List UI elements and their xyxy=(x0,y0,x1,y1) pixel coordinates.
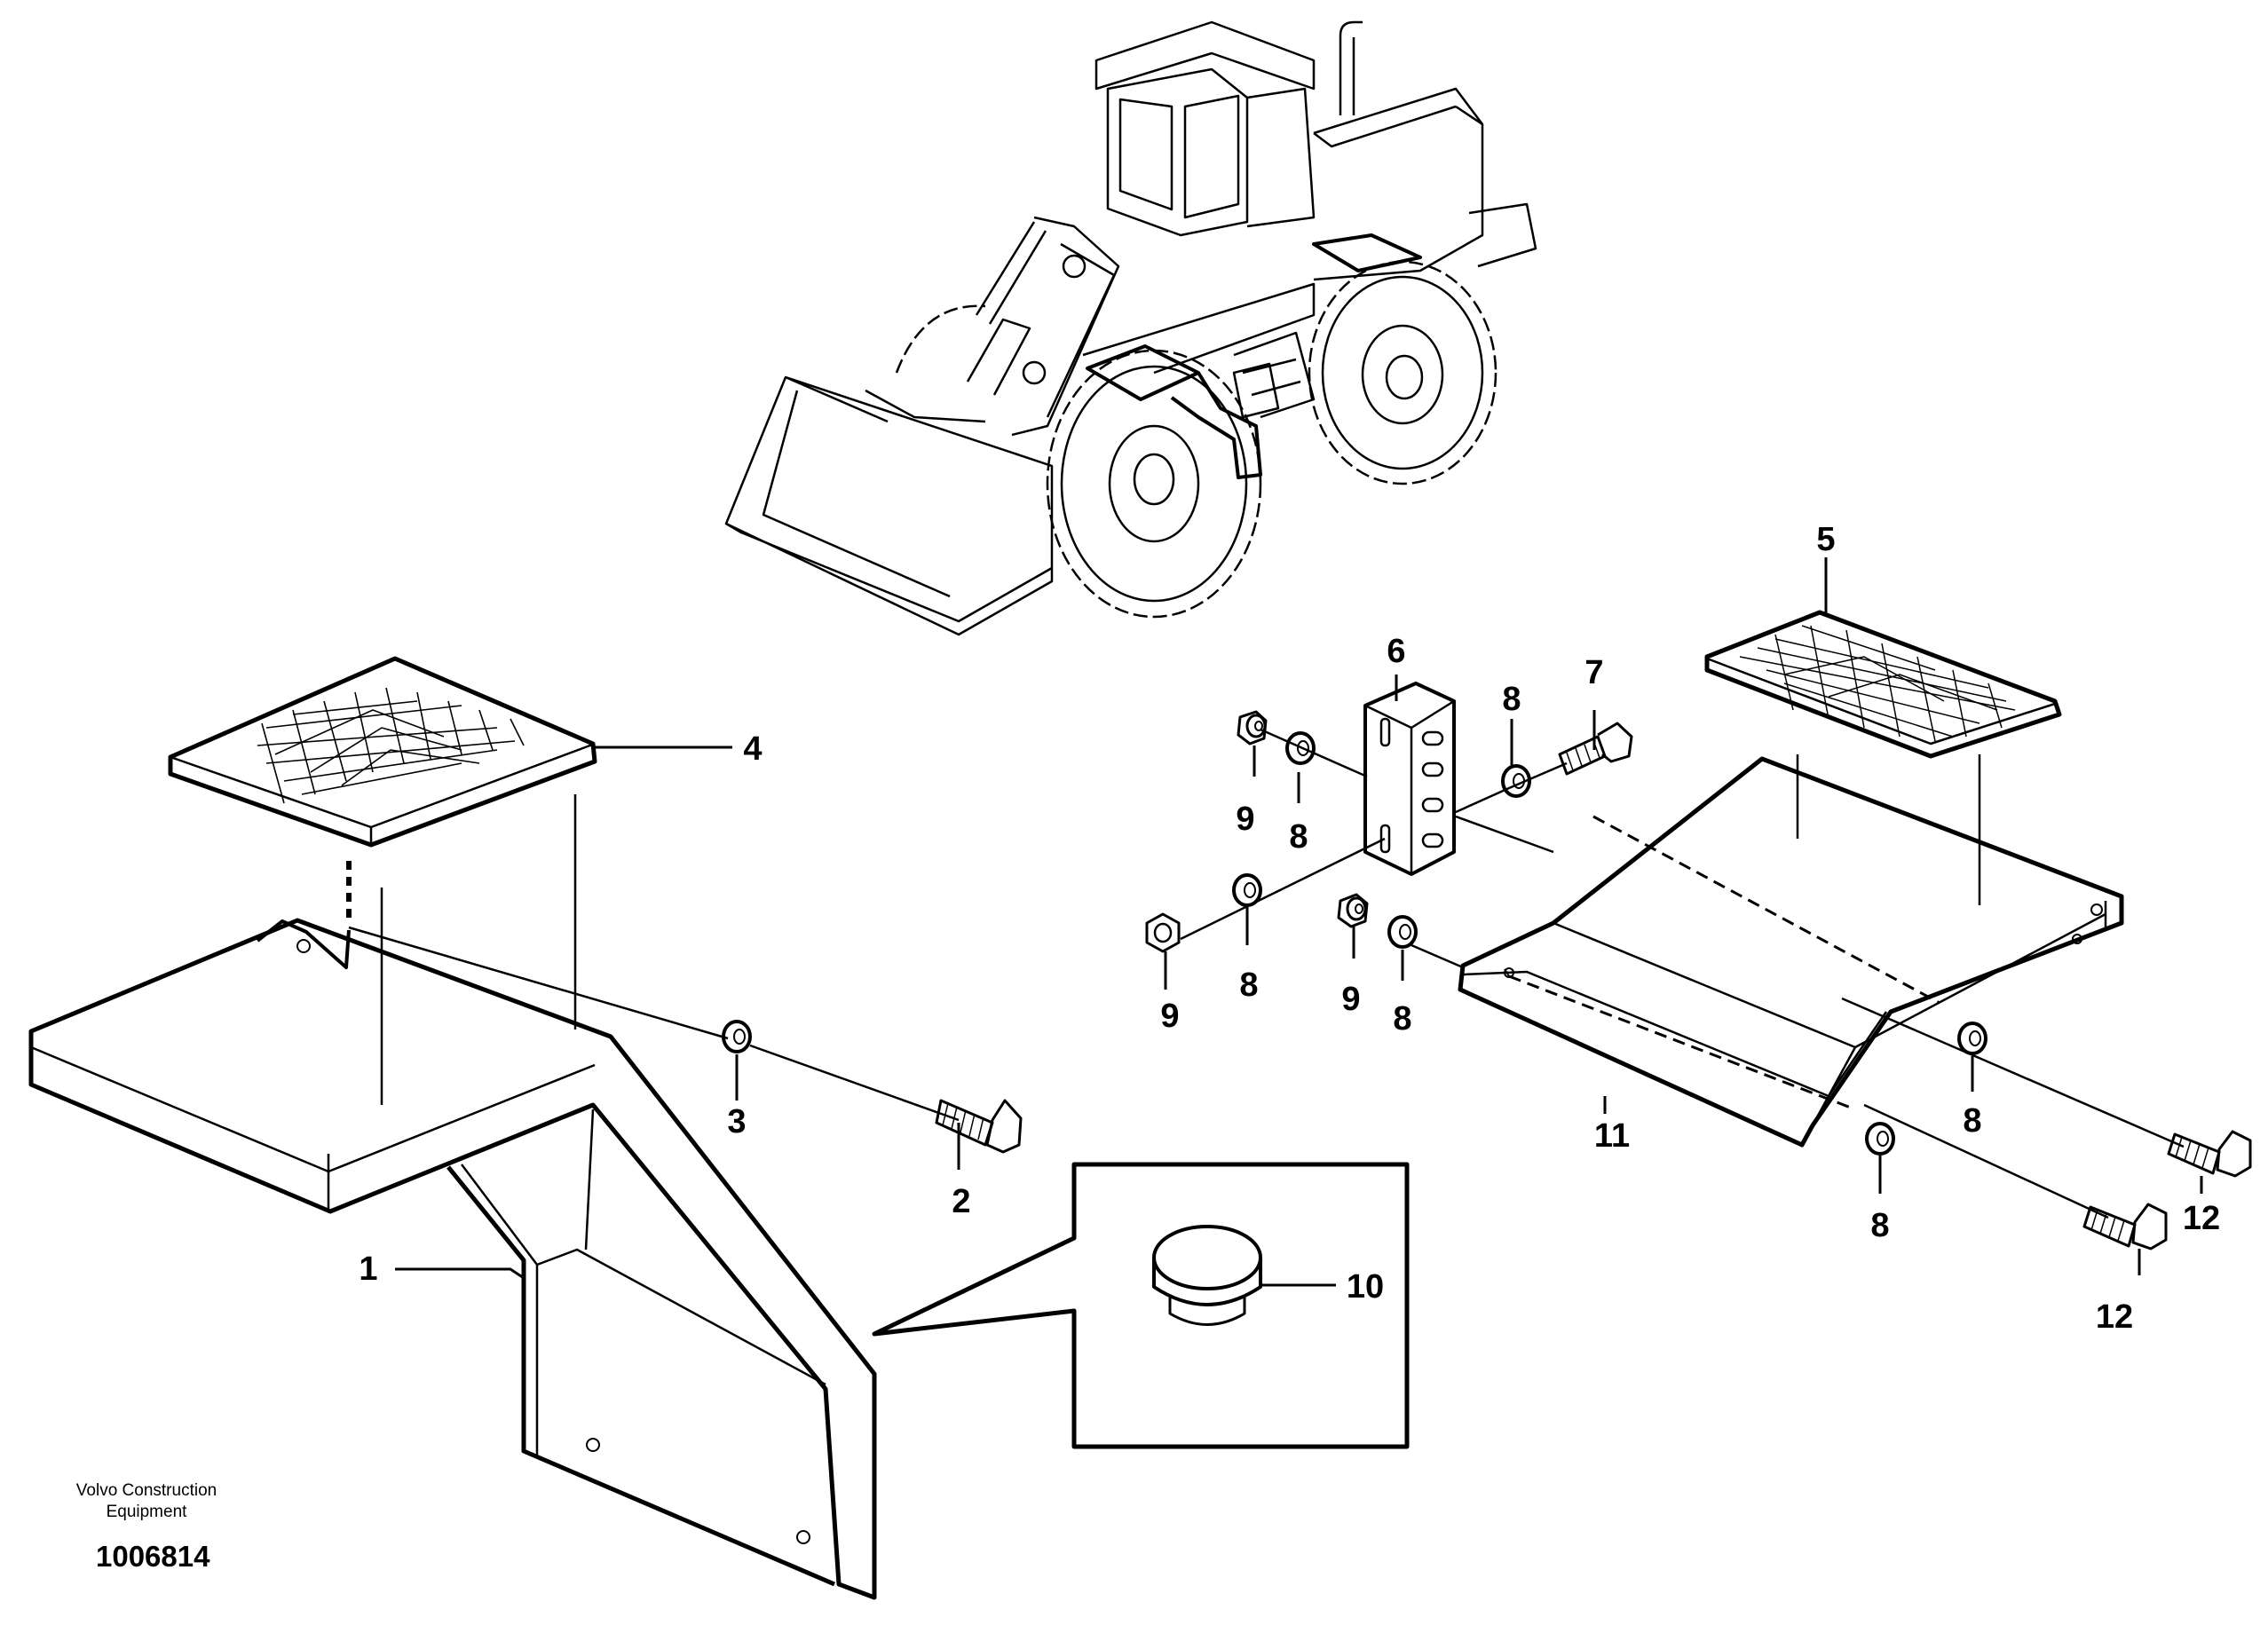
callout-9-a: 9 xyxy=(1236,801,1254,838)
left-fender-assembly xyxy=(28,656,1023,1600)
callout-9-c: 9 xyxy=(1341,981,1360,1018)
callout-12-a: 12 xyxy=(2183,1200,2220,1237)
callout-4: 4 xyxy=(743,730,762,768)
brand-label: Volvo Construction Equipment xyxy=(36,1480,257,1523)
anti-slip-mat-left xyxy=(168,656,597,848)
callout-8-c: 8 xyxy=(1239,966,1258,1004)
mat-texture-right xyxy=(1739,625,2016,742)
right-fender-assembly xyxy=(1145,610,2252,1250)
leader-lines xyxy=(395,557,2203,1287)
callout-8-f: 8 xyxy=(1870,1207,1889,1244)
callout-8-e: 8 xyxy=(1963,1102,1981,1140)
callout-6: 6 xyxy=(1387,633,1405,670)
fender-right xyxy=(1458,756,2124,1148)
brand-line-2: Equipment xyxy=(106,1503,187,1521)
wheel-loader-illustration xyxy=(724,20,1537,636)
fender-left xyxy=(28,918,877,1600)
bracket xyxy=(1363,682,1456,876)
callout-1: 1 xyxy=(359,1250,377,1288)
callout-8-d: 8 xyxy=(1393,1000,1411,1037)
callout-11: 11 xyxy=(1594,1117,1630,1155)
document-number: 1006814 xyxy=(96,1540,210,1573)
callout-12-b: 12 xyxy=(2096,1298,2133,1336)
callout-3: 3 xyxy=(727,1103,746,1140)
callout-9-b: 9 xyxy=(1160,998,1179,1035)
callout-10: 10 xyxy=(1347,1268,1384,1306)
callout-2: 2 xyxy=(952,1183,970,1220)
callout-7: 7 xyxy=(1584,654,1603,691)
callout-labels: 1 2 3 4 5 6 7 8 8 8 8 8 8 9 9 9 10 11 12… xyxy=(359,521,2220,1336)
detail-inset-plug xyxy=(872,1162,1410,1449)
anti-slip-mat-right xyxy=(1704,610,2062,759)
callout-8-a: 8 xyxy=(1289,818,1308,856)
callout-5: 5 xyxy=(1816,521,1835,558)
brand-line-1: Volvo Construction xyxy=(75,1481,217,1500)
callout-8-b: 8 xyxy=(1502,681,1521,718)
mat-texture xyxy=(257,687,525,804)
